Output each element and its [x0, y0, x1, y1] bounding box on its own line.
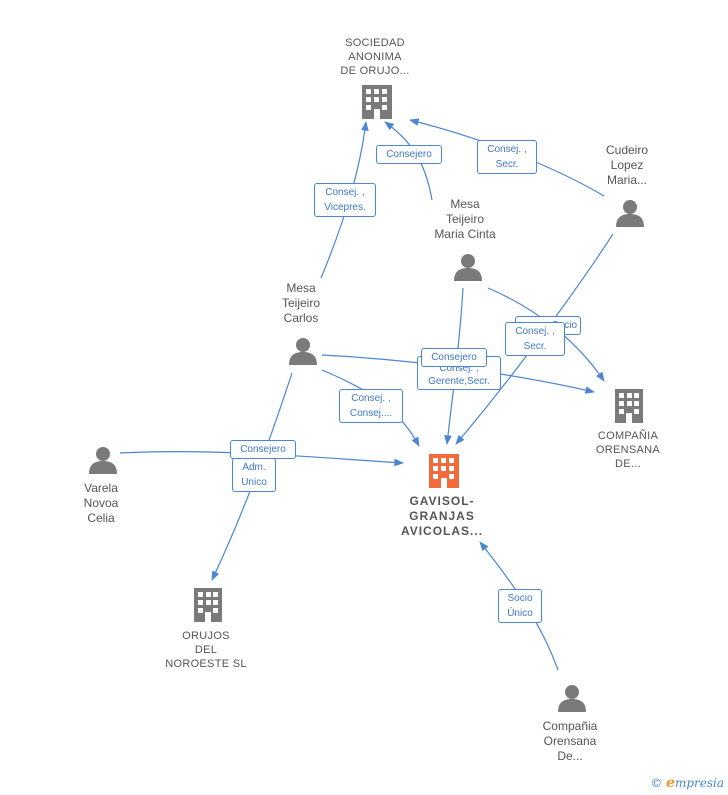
edge-label-carlos-gavisol: Consej. , Consej....	[339, 389, 403, 423]
copyright-icon: ©	[650, 776, 663, 790]
node-gavisol[interactable]: GAVISOL- GRANJAS AVICOLAS...	[400, 494, 484, 538]
brand-logo-initial: e	[666, 775, 675, 791]
person-icon	[454, 254, 482, 281]
node-sociedad-anonima[interactable]: SOCIEDAD ANONIMA DE ORUJO...	[340, 37, 410, 77]
brand-logo-text: mpresia	[674, 776, 724, 790]
node-orujos-noroeste[interactable]: ORUJOS DEL NOROESTE SL	[165, 630, 247, 670]
node-mesa-maria-cinta[interactable]: Mesa Teijeiro Maria Cinta	[434, 197, 496, 241]
main-company-building-icon	[429, 454, 459, 488]
person-icon	[558, 685, 586, 712]
person-icon	[616, 200, 644, 227]
edge-label-varela-gavisol: Consejero	[230, 440, 296, 459]
edge-label-cudeiro-sociedad: Consej. , Secr.	[477, 140, 537, 174]
building-icon	[194, 588, 222, 622]
edge-label-maria-cinta-sociedad: Consejero	[376, 145, 442, 164]
edge-label-socio-unico: Socio Único	[498, 589, 542, 623]
node-compania-orensana-person[interactable]: Compañia Orensana De...	[542, 719, 598, 763]
building-icon	[615, 389, 643, 423]
brand-footer: © empresia	[650, 775, 724, 791]
person-icon	[289, 338, 317, 365]
edge-label-carlos-orujos: Adm. Unico	[232, 458, 276, 492]
node-cudeiro[interactable]: Cudeiro Lopez Maria...	[605, 143, 649, 187]
person-icon	[89, 447, 117, 474]
edge-label-carlos-sociedad: Consej. , Vicepres.	[314, 183, 376, 217]
edge-label-maria-cinta-gavisol: Consejero	[421, 348, 487, 367]
building-icon	[362, 85, 392, 119]
node-compania-orensana[interactable]: COMPAÑIA ORENSANA DE...	[595, 430, 661, 470]
node-varela[interactable]: Varela Novoa Celia	[83, 481, 119, 525]
node-mesa-carlos[interactable]: Mesa Teijeiro Carlos	[281, 281, 320, 325]
edge-label-cudeiro-gavisol: Consej. , Secr.	[505, 322, 565, 356]
